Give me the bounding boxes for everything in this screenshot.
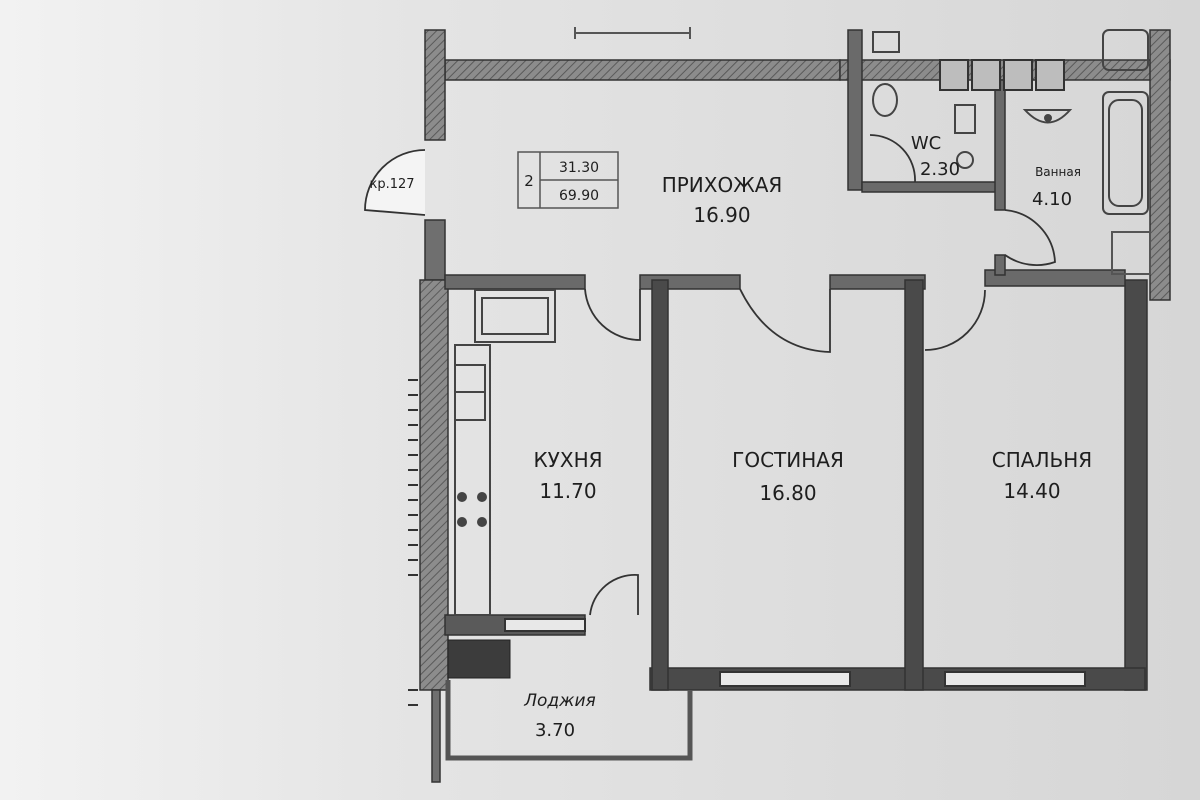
room-bedroom: СПАЛЬНЯ 14.40 <box>992 448 1092 503</box>
room-area: 2.30 <box>920 159 960 180</box>
sink-icon <box>1022 109 1073 124</box>
room-area: 11.70 <box>539 479 596 503</box>
room-bath: Ванная 4.10 <box>1032 165 1081 210</box>
loggia-storage <box>447 639 511 679</box>
room-name: КУХНЯ <box>533 448 602 472</box>
room-area: 14.40 <box>1003 479 1060 503</box>
windows <box>504 618 1086 687</box>
room-kitchen: КУХНЯ 11.70 <box>533 448 602 503</box>
badge-living-area: 31.30 <box>559 160 599 176</box>
bathtub-icon <box>1102 29 1149 215</box>
room-hall: ПРИХОЖАЯ 16.90 <box>662 173 783 227</box>
fridge-icon <box>454 364 486 421</box>
room-name: WC <box>911 133 941 154</box>
wc-toilet-icon <box>872 31 976 169</box>
badge-total-area: 69.90 <box>559 188 599 204</box>
stove-icon <box>457 492 487 527</box>
room-area: 16.90 <box>693 203 750 227</box>
room-name: СПАЛЬНЯ <box>992 448 1092 472</box>
apartment-badge: 2 31.30 69.90 <box>517 151 619 209</box>
entrance-label: кр.127 <box>369 177 414 192</box>
room-area: 4.10 <box>1032 189 1072 210</box>
room-loggia: Лоджия 3.70 <box>523 691 596 741</box>
room-area: 3.70 <box>535 720 575 741</box>
room-name: ПРИХОЖАЯ <box>662 173 783 197</box>
room-name: Лоджия <box>523 691 596 711</box>
loggia-outline <box>445 680 693 761</box>
door-swing-icon <box>364 134 1056 616</box>
room-living: ГОСТИНАЯ 16.80 <box>732 448 844 505</box>
hall-wardrobe <box>1111 231 1151 275</box>
room-name: ГОСТИНАЯ <box>732 448 844 472</box>
room-wc: WC 2.30 <box>911 133 960 180</box>
badge-rooms: 2 <box>524 172 534 190</box>
ventilation-shafts <box>939 59 1065 91</box>
room-name: Ванная <box>1035 165 1081 179</box>
scale-marker <box>574 27 691 39</box>
room-area: 16.80 <box>759 481 816 505</box>
kitchen-counter <box>454 289 556 616</box>
exterior-wall-ticks <box>408 379 418 706</box>
